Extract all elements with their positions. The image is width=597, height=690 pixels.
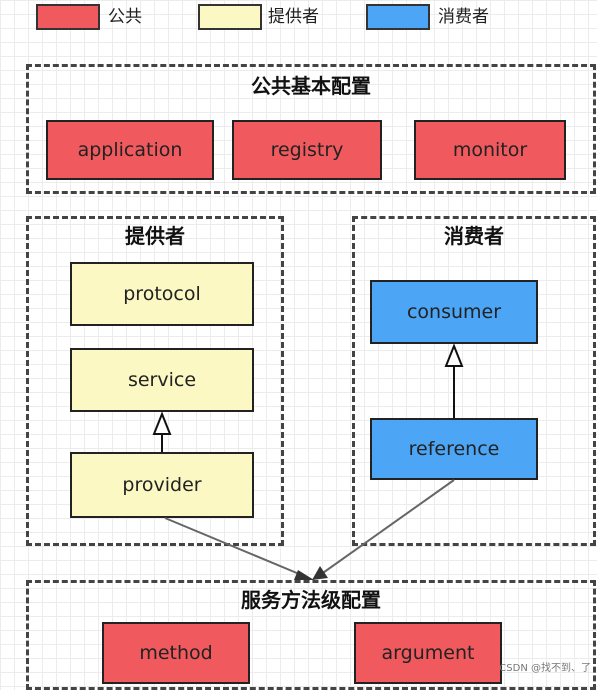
inherit-arrow-service: [152, 411, 172, 435]
legend-consumer-label: 消费者: [438, 7, 489, 27]
box-method: method: [102, 622, 250, 684]
box-protocol: protocol: [70, 262, 254, 326]
legend-provider-swatch: [198, 4, 262, 30]
box-application: application: [46, 120, 214, 180]
arrow-reference-to-method-group: [319, 479, 455, 576]
arrowhead-reference-method: [312, 566, 328, 580]
legend-common-swatch: [36, 4, 100, 30]
group-consumer-title: 消费者: [444, 224, 504, 248]
legend-consumer-swatch: [366, 4, 430, 30]
box-registry: registry: [232, 120, 382, 180]
box-provider: provider: [70, 452, 254, 518]
arrow-provider-to-method-group: [164, 517, 305, 577]
group-provider: 提供者: [26, 216, 284, 546]
watermark: CSDN @找不到、了: [499, 663, 591, 674]
group-consumer: 消费者: [352, 216, 596, 546]
group-common-title: 公共基本配置: [251, 74, 371, 98]
box-reference: reference: [370, 418, 538, 480]
group-common: 公共基本配置: [26, 64, 596, 194]
box-consumer: consumer: [370, 280, 538, 344]
legend-provider-label: 提供者: [268, 7, 319, 27]
legend-common-label: 公共: [108, 7, 142, 27]
group-provider-title: 提供者: [125, 224, 185, 248]
inherit-arrow-consumer: [444, 343, 464, 367]
arrowhead-provider-method: [294, 570, 314, 580]
group-method-title: 服务方法级配置: [241, 588, 381, 612]
box-monitor: monitor: [414, 120, 566, 180]
box-argument: argument: [354, 622, 502, 684]
box-service: service: [70, 348, 254, 412]
